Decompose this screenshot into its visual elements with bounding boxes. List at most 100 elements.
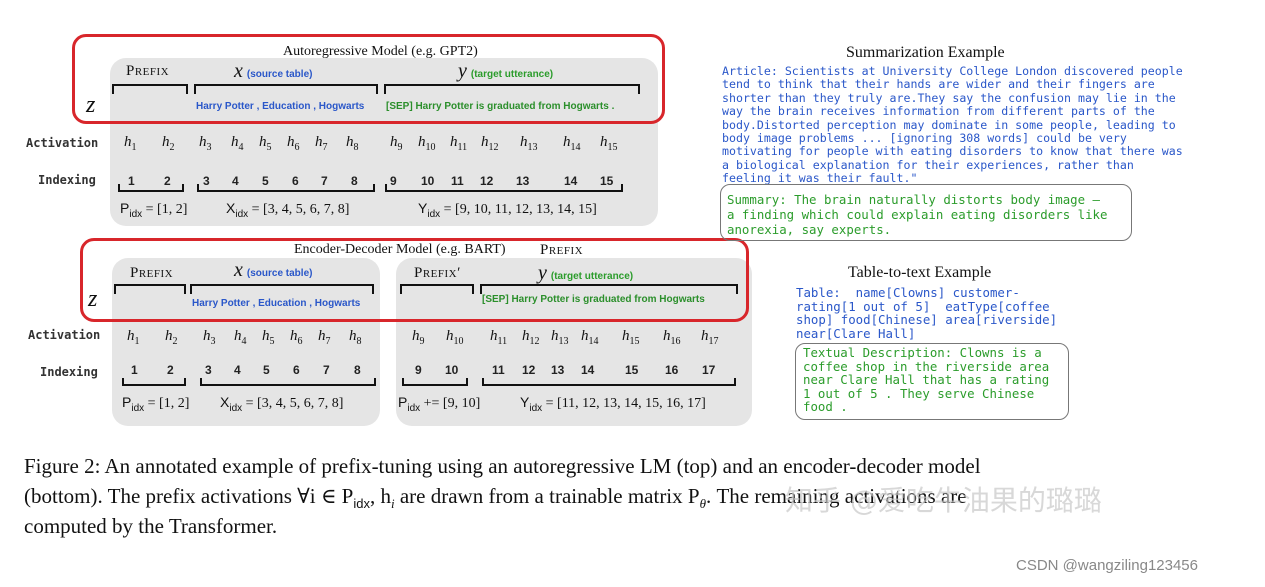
bottom-y-var: y [538,262,547,284]
index-number-8: 8 [351,174,358,188]
summary-box [720,184,1132,241]
activation-h-11: h11 [450,134,468,153]
activation-h-4: h4 [234,328,247,347]
activation-h-4: h4 [231,134,244,153]
index-number-4: 4 [232,174,239,188]
index-number-14: 14 [581,363,595,377]
activation-h-9: h9 [390,134,403,153]
top-idx-y-brace [385,184,623,192]
top-y-idx-name: Y [418,200,428,216]
bottom-encoder-panel [112,258,380,426]
caption-line-2-a: (bottom). The prefix activations ∀i ∈ P [24,484,354,508]
bottom-x-sub: (source table) [246,268,313,279]
caption-line-3: computed by the Transformer. [24,514,278,538]
index-number-10: 10 [421,174,435,188]
activation-h-8: h8 [346,134,359,153]
table-to-text-title: Table-to-text Example [848,264,992,281]
caption-line-2-d: . The remaining activations are [705,484,967,508]
bottom-title: Encoder-Decoder Model (e.g. BART) [294,242,506,257]
caption-line-2-c: are drawn from a trainable matrix P [394,484,700,508]
activation-h-14: h14 [581,328,599,347]
index-number-2: 2 [167,363,174,377]
activation-h-7: h7 [318,328,331,347]
top-idx-prefix-brace [118,184,184,192]
bottom-p2-idx-sub: idx [407,402,421,414]
csdn-watermark: CSDN @wangziling123456 [1016,557,1198,574]
activation-h-2: h2 [162,134,175,153]
bottom-y-label-group: y (target utterance) [538,262,633,285]
bottom-indexing-label: Indexing [40,365,98,379]
index-number-7: 7 [323,363,330,377]
bottom-activation-label: Activation [28,328,101,342]
index-number-3: 3 [203,174,210,188]
bottom-x-brace [190,284,374,294]
index-number-9: 9 [415,363,422,377]
index-number-3: 3 [205,363,212,377]
activation-h-1: h1 [127,328,140,347]
index-number-4: 4 [234,363,241,377]
top-p-idx-name: P [120,200,130,216]
bottom-y-idx-val: = [11, 12, 13, 14, 15, 16, 17] [545,396,706,411]
top-y-idx-val: = [9, 10, 11, 12, 13, 14, 15] [443,202,597,217]
index-number-14: 14 [564,174,578,188]
summarization-title: Summarization Example [846,44,1005,61]
summarization-summary: Summary: The brain naturally distorts bo… [727,192,1108,237]
index-number-10: 10 [445,363,459,377]
index-number-13: 13 [551,363,565,377]
top-highlight-box [72,34,665,124]
caption-line-2-sub: idx [353,496,370,512]
bottom-p2-idx: Pidx += [9, 10] [398,394,480,414]
top-x-label-group: x (source table) [234,60,312,83]
index-number-7: 7 [321,174,328,188]
bottom-idx-y-brace [482,378,736,386]
top-p-idx-val: = [1, 2] [145,202,188,217]
activation-h-12: h12 [481,134,499,153]
index-number-11: 11 [451,174,464,188]
top-title: Autoregressive Model (e.g. GPT2) [283,44,478,59]
activation-h-12: h12 [522,328,540,347]
activation-h-14: h14 [563,134,581,153]
activation-h-11: h11 [490,328,508,347]
index-number-9: 9 [390,174,397,188]
top-z-label: z [86,92,96,118]
bottom-p-idx-name: P [122,394,132,410]
top-y-idx: Yidx = [9, 10, 11, 12, 13, 14, 15] [418,200,597,220]
bottom-y-tokens: [SEP] Harry Potter is graduated from Hog… [482,294,705,305]
top-activation-label: Activation [26,136,99,150]
top-y-brace [384,84,640,94]
top-x-sub: (source table) [246,69,313,80]
index-number-13: 13 [516,174,530,188]
bottom-prefix2-label: Prefix′ [414,265,461,281]
summarization-article: Article: Scientists at University Colleg… [722,64,1183,186]
activation-h-2: h2 [165,328,178,347]
top-x-var: x [234,60,243,82]
top-x-idx: Xidx = [3, 4, 5, 6, 7, 8] [226,200,349,220]
activation-h-15: h15 [622,328,640,347]
bottom-idx-prefix-brace [122,378,186,386]
bottom-p-idx-sub: idx [131,402,145,414]
top-y-label-group: y (target utterance) [458,60,553,83]
activation-h-1: h1 [124,134,137,153]
bottom-z-label: z [88,286,98,312]
activation-h-13: h13 [520,134,538,153]
bottom-y-idx: Yidx = [11, 12, 13, 14, 15, 16, 17] [520,394,706,414]
index-number-8: 8 [354,363,361,377]
top-indexing-label: Indexing [38,173,96,187]
activation-h-10: h10 [446,328,464,347]
index-number-12: 12 [480,174,494,188]
activation-h-17: h17 [701,328,719,347]
top-idx-x-brace [197,184,375,192]
index-number-16: 16 [665,363,679,377]
index-number-15: 15 [600,174,614,188]
activation-h-5: h5 [262,328,275,347]
bottom-x-idx-name: X [220,394,230,410]
top-x-tokens: Harry Potter , Education , Hogwarts [196,101,365,112]
table-to-text-description: Textual Description: Clowns is a coffee … [803,345,1050,415]
top-x-idx-val: = [3, 4, 5, 6, 7, 8] [251,202,350,217]
bottom-y-idx-sub: idx [529,402,543,414]
top-y-idx-sub: idx [427,208,441,220]
index-number-6: 6 [293,363,300,377]
bottom-x-tokens: Harry Potter , Education , Hogwarts [192,298,361,309]
bottom-prefix-brace [114,284,186,294]
top-y-tokens: [SEP] Harry Potter is graduated from Hog… [386,101,615,112]
